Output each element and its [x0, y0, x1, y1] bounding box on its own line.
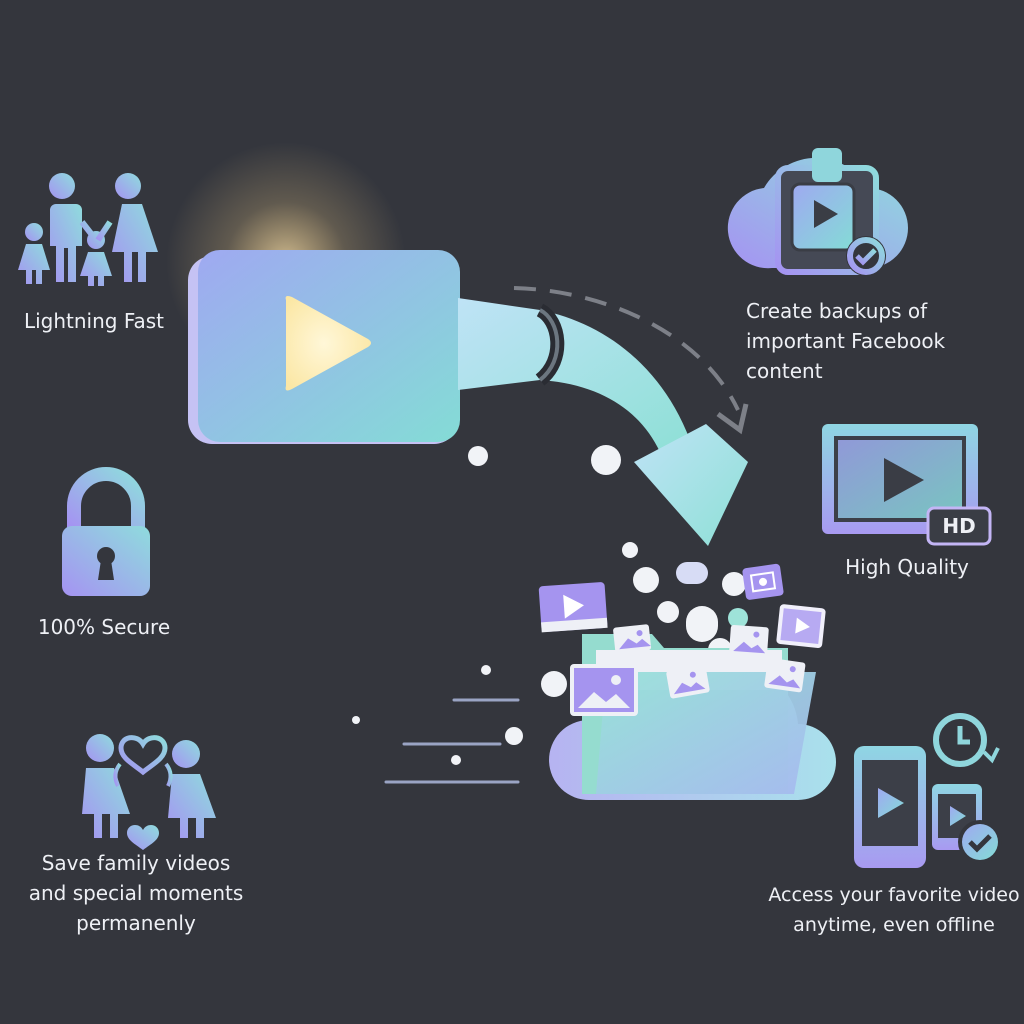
cloud-folder [549, 634, 836, 801]
padlock-icon [62, 467, 150, 596]
media-cards [538, 563, 826, 716]
label-hd: High Quality [845, 555, 969, 579]
play-icon [285, 296, 371, 391]
label-family: Save family videos and special moments p… [0, 848, 272, 938]
curved-arrow [458, 298, 748, 546]
label-backup-line-3: content [746, 359, 823, 383]
label-backup-line-2: important Facebook [746, 329, 946, 353]
particles [352, 445, 748, 765]
label-lightning-fast: Lightning Fast [23, 309, 165, 333]
speed-lines [384, 698, 520, 784]
cloud-backup-icon [727, 148, 908, 276]
label-family-line-2: and special moments [28, 881, 244, 905]
label-backup-line-1: Create backups of [746, 299, 928, 323]
family-icon [18, 173, 158, 286]
devices-clock-icon [854, 713, 1002, 868]
label-secure: 100% Secure [37, 615, 171, 639]
hd-badge: HD [942, 514, 976, 538]
label-offline-line-1: Access your favorite video [768, 884, 1020, 906]
dashed-arrow [513, 286, 749, 435]
label-backup: Create backups of important Facebook con… [746, 296, 1006, 386]
hd-monitor-icon [822, 424, 992, 546]
label-family-line-1: Save family videos [41, 851, 231, 875]
label-family-line-3: permanenly [76, 911, 196, 935]
label-offline: Access your favorite video anytime, even… [764, 880, 1024, 940]
couple-heart-icon [82, 734, 216, 850]
label-offline-line-2: anytime, even offline [793, 914, 995, 936]
video-card [188, 250, 460, 444]
